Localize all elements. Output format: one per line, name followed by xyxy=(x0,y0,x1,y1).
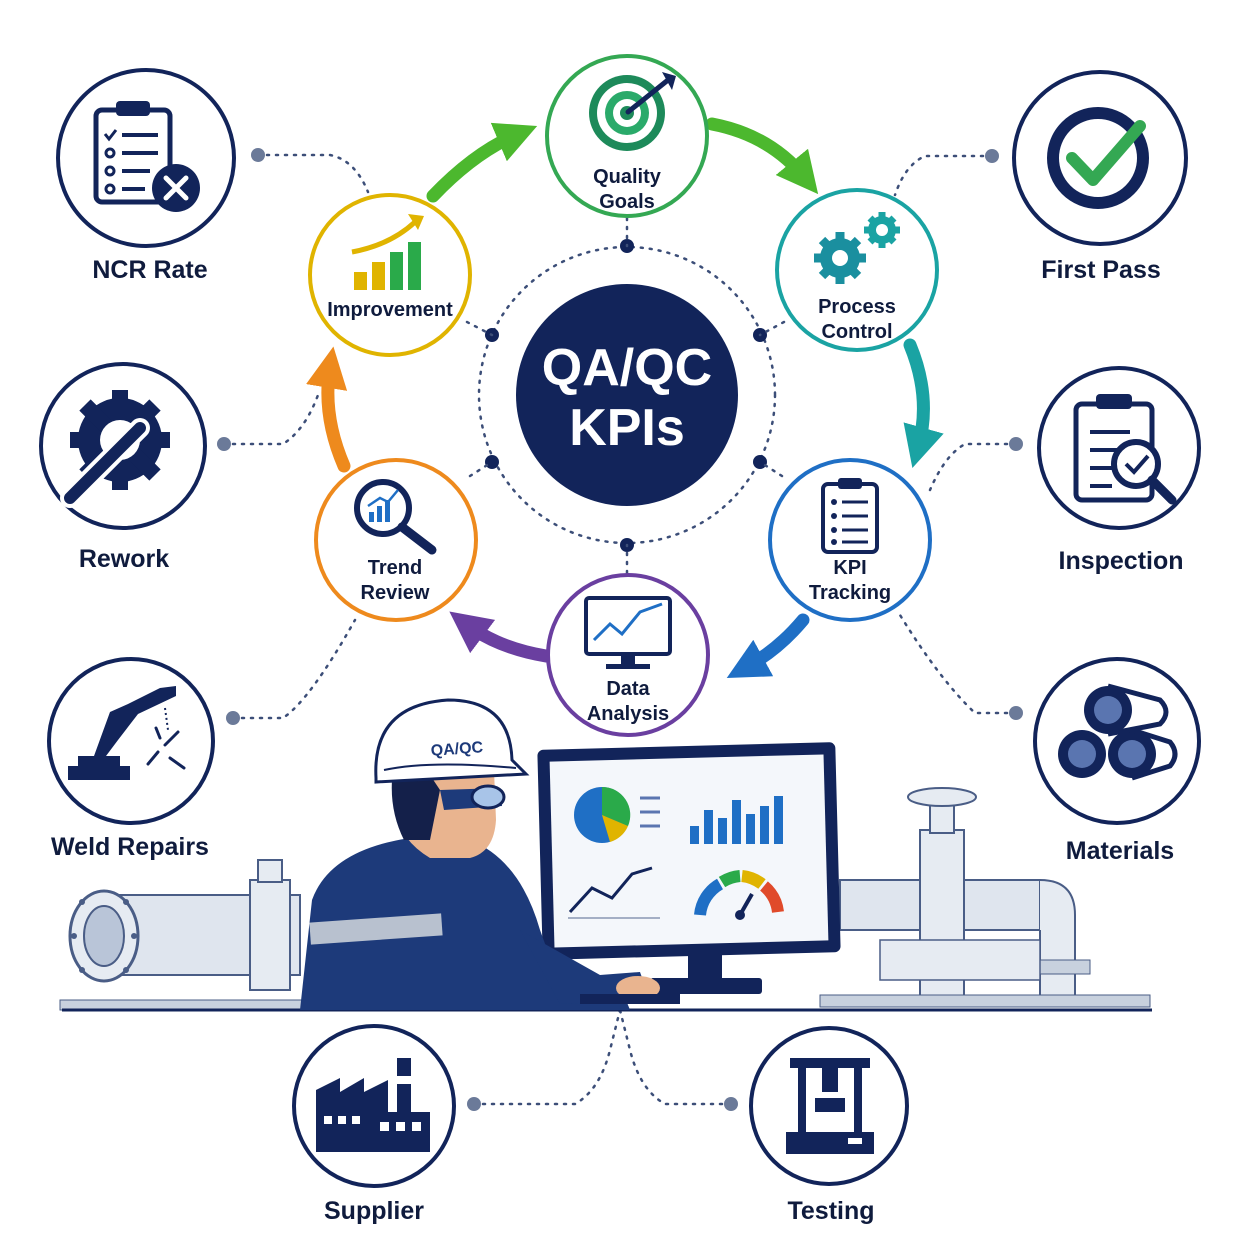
cycle-label-line1: Trend xyxy=(367,557,423,579)
cycle-label-line1: Process xyxy=(818,296,896,318)
monitor-line-chart xyxy=(568,866,660,919)
cycle-label-line2: Analysis xyxy=(586,703,670,725)
monitor-pie-chart xyxy=(574,786,660,843)
outer-label-testing: Testing xyxy=(787,1197,875,1225)
cycle-arrows xyxy=(306,117,944,678)
center-title-line1: QA/QC xyxy=(541,339,713,397)
cycle-label-line2: Review xyxy=(360,582,430,604)
cycle-label-line1: KPI xyxy=(833,557,867,579)
connector-end-dots xyxy=(217,148,1023,1111)
cycle-label-process-control: Process Control xyxy=(818,295,896,345)
outer-label-supplier: Supplier xyxy=(323,1197,425,1225)
outer-label-ncr-rate: NCR Rate xyxy=(92,256,208,284)
center-circle xyxy=(516,284,738,506)
worker xyxy=(300,698,680,1010)
center-title: QA/QC KPIs xyxy=(517,338,737,458)
outer-label-weld-repairs: Weld Repairs xyxy=(51,833,209,861)
center-title-line2: KPIs xyxy=(569,399,685,457)
gears-icon xyxy=(814,212,900,284)
outer-label-materials: Materials xyxy=(1065,837,1175,865)
outer-node-first-pass[interactable] xyxy=(1012,70,1188,246)
welding-torch-icon xyxy=(68,686,186,780)
outer-node-weld-repairs[interactable] xyxy=(47,657,215,825)
cycle-label-trend-review: Trend Review xyxy=(361,556,430,606)
clipboard-magnifier-icon xyxy=(1073,394,1177,505)
checkmark-icon xyxy=(1047,107,1149,209)
monitor xyxy=(537,742,841,994)
outer-label-rework: Rework xyxy=(78,545,170,573)
cycle-label-line2: Goals xyxy=(599,191,655,213)
cycle-label-kpi-tracking: KPI Tracking xyxy=(809,556,891,606)
cycle-label-line1: Quality xyxy=(593,166,661,188)
helmet-text: QA/QC xyxy=(430,739,484,760)
inner-dotted-ring xyxy=(477,245,777,545)
cycle-label-line2: Control xyxy=(821,321,893,343)
outer-label-inspection: Inspection xyxy=(1058,547,1184,575)
outer-connectors xyxy=(222,153,1018,1106)
monitor-bar-chart xyxy=(690,796,783,844)
pipes-icon xyxy=(1058,683,1178,781)
gear-wrench-icon xyxy=(60,390,170,508)
cycle-label-line1: Data xyxy=(606,678,650,700)
industrial-scene xyxy=(59,698,1152,1012)
magnifier-chart-icon xyxy=(354,479,437,555)
growth-bars-icon xyxy=(351,214,424,290)
monitor-gauge xyxy=(694,870,784,920)
target-icon xyxy=(589,72,676,151)
cycle-label-quality-goals: Quality Goals xyxy=(593,165,661,215)
cycle-label-data-analysis: Data Analysis xyxy=(587,677,669,727)
cycle-label-line2: Tracking xyxy=(808,582,892,604)
cycle-label-line1: Improvement xyxy=(327,299,453,321)
monitor-chart-icon xyxy=(584,596,672,669)
clipboard-list-icon xyxy=(821,478,879,554)
factory-icon xyxy=(316,1058,430,1152)
cycle-label-improvement: Improvement xyxy=(327,298,453,323)
testing-press-icon xyxy=(786,1058,874,1154)
right-pipework xyxy=(819,787,1151,1008)
outer-label-first-pass: First Pass xyxy=(1041,256,1161,284)
left-machine xyxy=(59,859,311,1011)
clipboard-x-icon xyxy=(93,101,200,212)
